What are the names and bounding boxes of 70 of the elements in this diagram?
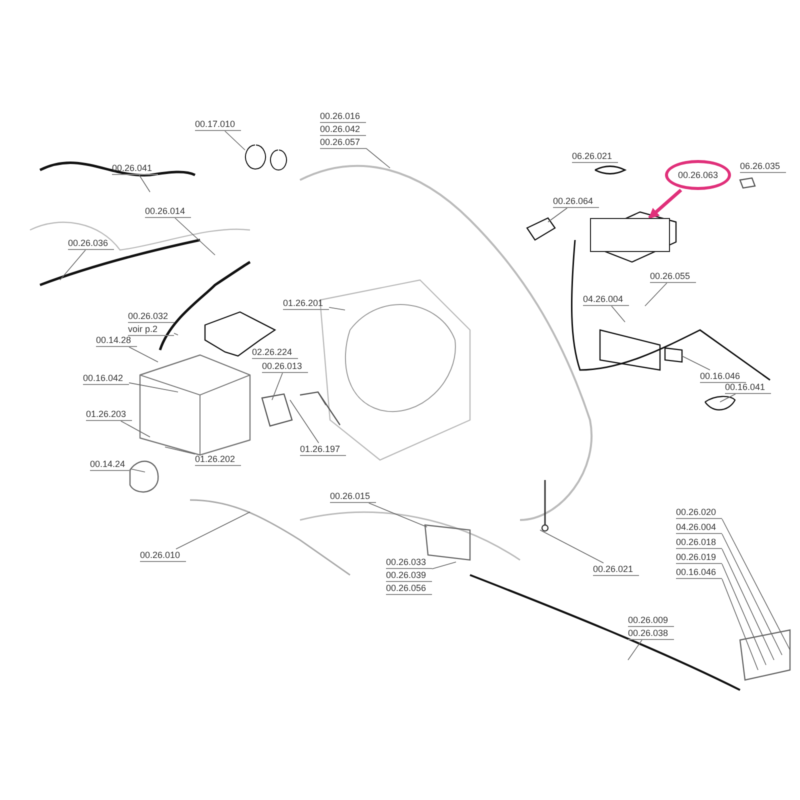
part-number: 00.26.020 xyxy=(676,506,722,519)
part-number: 00.16.046 xyxy=(676,566,722,579)
leader-line xyxy=(722,548,774,660)
leader-line xyxy=(366,148,390,168)
leader-line xyxy=(272,372,283,400)
part-number: 00.26.013 xyxy=(262,360,308,373)
part-number: 06.26.035 xyxy=(740,160,786,173)
part-number: 00.26.021 xyxy=(593,563,640,576)
leader-line xyxy=(682,356,710,370)
part-number: 00.26.055 xyxy=(650,270,696,283)
leader-line xyxy=(722,564,766,666)
leader-line xyxy=(644,282,668,306)
part-number: 04.26.004 xyxy=(583,293,630,306)
part-number: 00.26.038 xyxy=(628,627,674,640)
part-number: 00.16.042 xyxy=(83,372,130,385)
leader-line xyxy=(138,174,150,192)
leader-line xyxy=(368,502,428,528)
control-unit-box xyxy=(590,218,670,252)
part-number: 00.26.032 xyxy=(128,310,174,323)
leader-line xyxy=(130,468,146,472)
leader-line xyxy=(432,562,456,570)
leader-line xyxy=(128,346,158,362)
part-number: 00.26.042 xyxy=(320,123,366,136)
part-number: 01.26.202 xyxy=(195,453,242,466)
part-number: 00.26.041 xyxy=(112,162,158,175)
part-number: 06.26.021 xyxy=(572,150,618,163)
part-number: 02.26.224 xyxy=(252,346,298,359)
leader-line xyxy=(128,382,178,392)
part-number: 00.14.28 xyxy=(96,334,138,347)
leader-line xyxy=(722,578,758,670)
part-number: 01.26.197 xyxy=(300,443,346,456)
leader-line xyxy=(60,250,86,280)
leader-line xyxy=(548,208,568,222)
part-number: 00.16.041 xyxy=(725,381,772,394)
leader-line xyxy=(628,640,642,660)
part-number: 00.26.039 xyxy=(386,569,432,582)
leader-line xyxy=(174,218,216,256)
part-number: 00.26.033 xyxy=(386,556,432,569)
part-number: 00.16.046 xyxy=(700,370,746,383)
arrow xyxy=(648,188,682,220)
leader-line xyxy=(722,518,790,650)
leader-line xyxy=(540,530,604,564)
leader-line xyxy=(611,306,626,322)
leader-line xyxy=(290,400,320,444)
part-number: 00.26.018 xyxy=(676,536,722,549)
leader-line xyxy=(120,420,150,438)
part-number: 00.26.057 xyxy=(320,136,366,149)
leader-line xyxy=(720,394,736,402)
part-number: 00.17.010 xyxy=(195,118,242,131)
part-number: 00.26.019 xyxy=(676,551,722,564)
circled-part-number: 00.26.063 xyxy=(665,160,732,190)
part-number: 04.26.004 xyxy=(676,521,722,534)
part-number: voir p.2 xyxy=(128,323,174,336)
leader-line xyxy=(224,130,246,150)
leader-line xyxy=(176,512,250,550)
part-number: 00.14.24 xyxy=(90,458,132,471)
part-number: 00.26.015 xyxy=(330,490,376,503)
part-number: 00.26.014 xyxy=(145,205,192,218)
leader-line xyxy=(164,446,196,454)
part-number: 00.26.016 xyxy=(320,110,366,123)
leader-line xyxy=(722,534,782,656)
part-number: 00.26.010 xyxy=(140,549,186,562)
leader-line xyxy=(174,332,178,336)
part-number: 01.26.203 xyxy=(86,408,132,421)
part-number: 00.26.036 xyxy=(68,237,114,250)
leader-line xyxy=(328,306,346,310)
part-number: 00.26.064 xyxy=(553,195,600,208)
part-number: 00.26.009 xyxy=(628,614,674,627)
part-number: 01.26.201 xyxy=(283,297,330,310)
part-number: 00.26.056 xyxy=(386,582,432,595)
